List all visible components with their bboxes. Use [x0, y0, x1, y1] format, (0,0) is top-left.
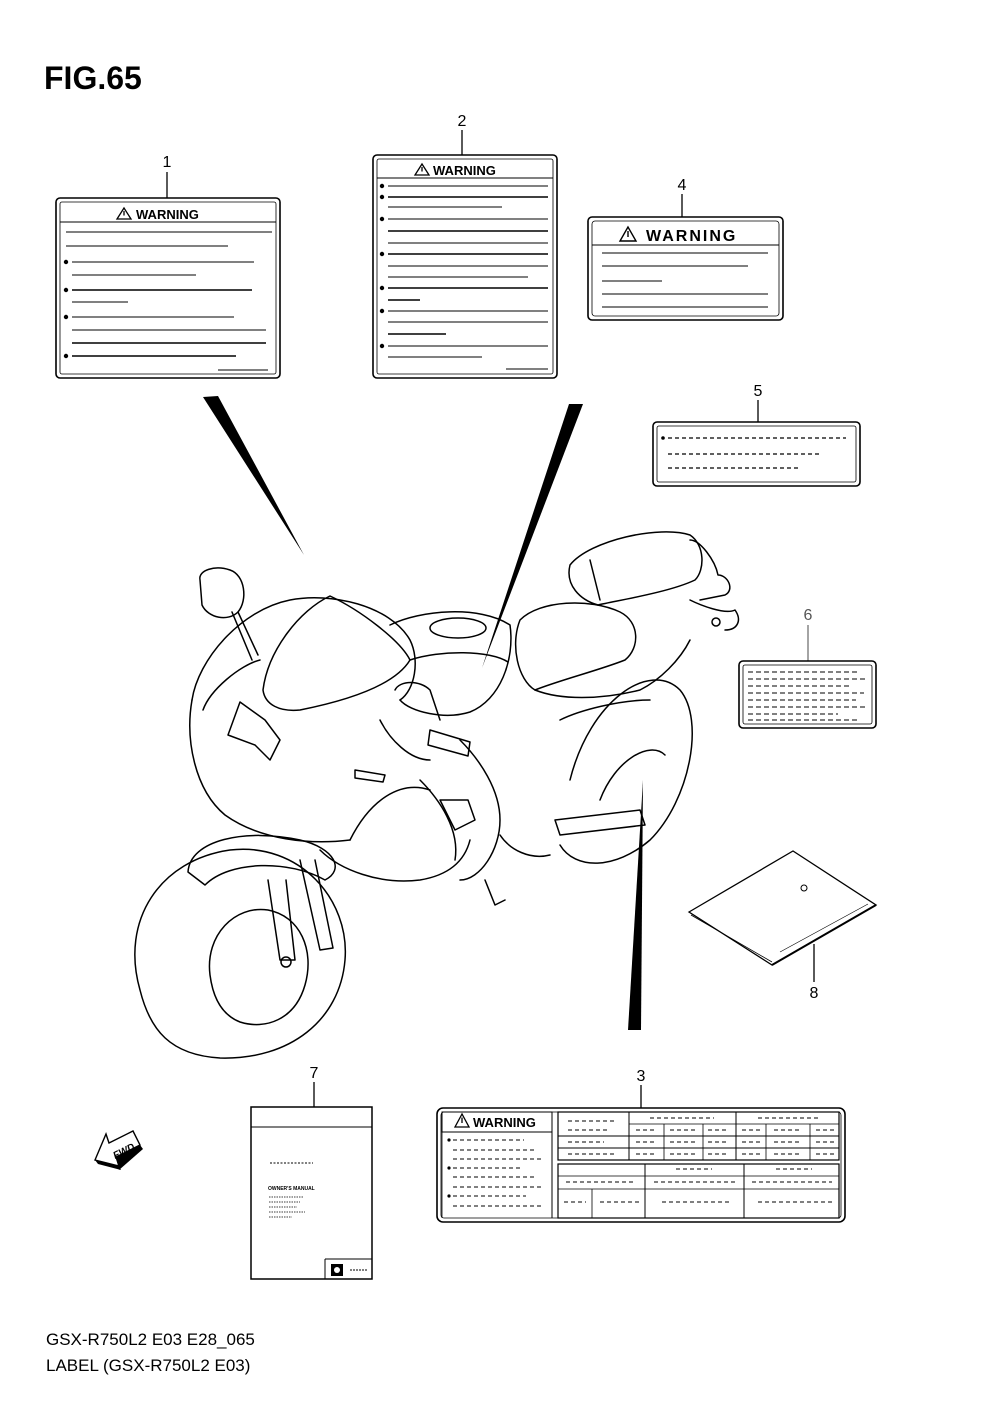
- warning-triangle-icon: [618, 225, 638, 242]
- label-1[interactable]: 1 WARNING: [55, 154, 281, 379]
- manual-cover-title: OWNER'S MANUAL: [268, 1186, 315, 1192]
- warning-triangle-icon: [413, 162, 431, 176]
- motorcycle-illustration: [134, 531, 740, 1059]
- figure-title: FIG.65: [44, 60, 142, 96]
- footer-figure-code: GSX-R750L2 E03 E28_065: [46, 1330, 255, 1349]
- warning-triangle-icon: [453, 1112, 471, 1128]
- label-5[interactable]: 5: [652, 383, 861, 487]
- warning-heading-2: WARNING: [433, 163, 496, 178]
- pointer-wedges: [203, 396, 643, 1030]
- callout-number-5: 5: [754, 383, 763, 400]
- callout-number-2: 2: [458, 113, 467, 130]
- callout-number-3: 3: [637, 1068, 646, 1085]
- warning-heading-3: WARNING: [473, 1115, 536, 1130]
- callout-number-8: 8: [810, 985, 819, 1002]
- fwd-arrow-icon: FWD: [94, 1130, 143, 1170]
- label-4[interactable]: 4 WARNING: [587, 177, 784, 321]
- footer-figure-description: LABEL (GSX-R750L2 E03): [46, 1356, 251, 1375]
- warning-triangle-icon: [115, 206, 133, 220]
- label-2[interactable]: 2 WARNING: [372, 113, 558, 379]
- warning-heading-4: WARNING: [646, 228, 737, 245]
- label-3[interactable]: 3 WARNING: [436, 1068, 846, 1223]
- callout-number-4: 4: [678, 177, 687, 194]
- callout-number-6: 6: [804, 607, 813, 624]
- owners-manual-7[interactable]: 7 OWNER'S MANUAL: [250, 1065, 373, 1280]
- document-sheet-8[interactable]: 8: [687, 850, 878, 1002]
- callout-number-1: 1: [163, 154, 172, 171]
- callout-number-7: 7: [310, 1065, 319, 1082]
- warning-heading-1: WARNING: [136, 207, 199, 222]
- label-6[interactable]: 6: [738, 607, 877, 729]
